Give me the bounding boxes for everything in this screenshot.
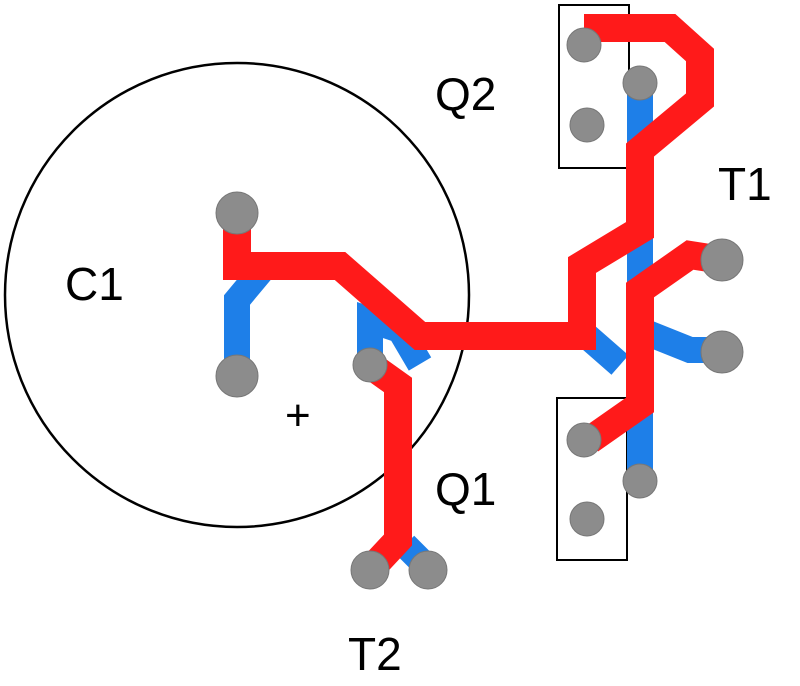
q2-pad-1 <box>566 27 602 63</box>
top-trace-main-net <box>223 14 714 350</box>
c1-outline <box>3 61 471 529</box>
top-trace-t2 <box>359 353 412 580</box>
pads <box>215 27 744 590</box>
c1-label: C1 <box>65 258 124 310</box>
c1-pad-2 <box>215 354 259 398</box>
q1-label: Q1 <box>435 463 496 515</box>
q1-pad-3 <box>569 501 605 537</box>
q2-pad-2 <box>622 65 658 101</box>
t2-pad-top <box>352 347 388 383</box>
t2-pad-2 <box>408 550 448 590</box>
q2-pad-3 <box>569 107 605 143</box>
t1-label: T1 <box>718 158 772 210</box>
q1-pad-1 <box>566 422 602 458</box>
t2-pad-1 <box>350 550 390 590</box>
q1-pad-2 <box>622 463 658 499</box>
c1-pad-1 <box>215 191 259 235</box>
q2-label: Q2 <box>435 68 496 120</box>
top-trace-t1-q1 <box>581 240 725 452</box>
t2-label: T2 <box>348 628 402 680</box>
t1-pad-1 <box>700 238 744 282</box>
t1-pad-2 <box>700 330 744 374</box>
bottom-trace-t2-bridge <box>357 301 432 371</box>
c1-plus-marker: + <box>285 391 311 440</box>
